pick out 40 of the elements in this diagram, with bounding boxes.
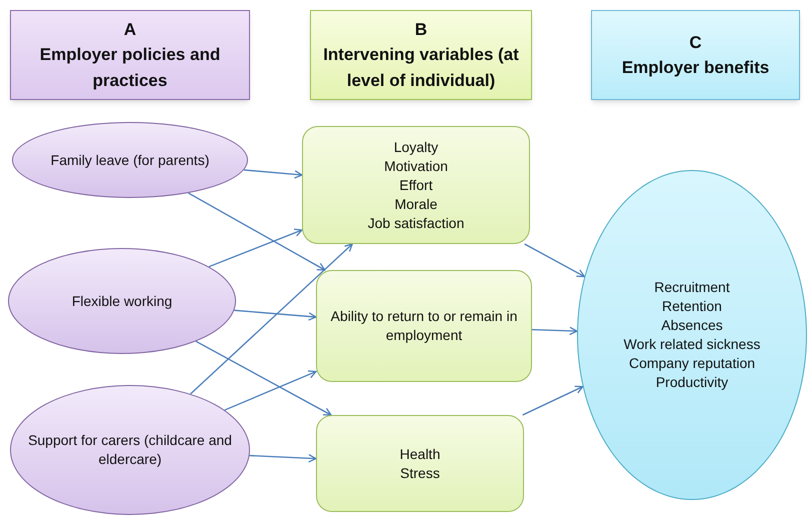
node-text: Job satisfaction [368,214,464,232]
arrow [522,386,584,416]
arrow [250,454,317,463]
node-text: Loyalty [394,138,438,156]
variable-box [316,415,524,512]
column-header [591,10,800,100]
header-text: B [414,18,428,41]
node-text: Productivity [656,373,728,392]
arrow [190,243,353,394]
node-text: Retention [662,297,722,316]
arrow [234,310,317,321]
header-text: Employer benefits [622,57,770,79]
arrow [524,243,586,278]
node-text: Absences [661,316,723,335]
node-text: Morale [394,194,438,214]
arrow [208,228,303,268]
node-text: Effort [399,176,433,194]
variable-box [302,126,530,244]
arrow [188,192,326,271]
arrow [196,340,332,416]
node-text: Work related sickness [624,335,760,354]
node-text: Stress [400,464,440,482]
header-text: Employer policies and practices [38,44,222,92]
header-text: A [124,18,136,41]
header-text: Intervening variables (at level of individual) [323,44,519,92]
node-text: Flexible working [72,292,172,310]
arrow [532,326,578,336]
node-text: Health [400,444,440,464]
node-text: Company reputation [628,354,756,373]
node-text: Support for carers (childcare and eldercare) [27,431,233,469]
header-text: C [689,32,702,54]
variable-box [316,270,532,382]
node-text: Recruitment [654,278,730,297]
node-text: Ability to return to or remain in employment [330,307,518,345]
arrow [224,370,317,411]
node-text: Motivation [384,156,448,176]
arrow [244,169,303,179]
node-text: Family leave (for parents) [50,150,210,170]
column-header [310,10,532,100]
column-header [10,10,250,100]
